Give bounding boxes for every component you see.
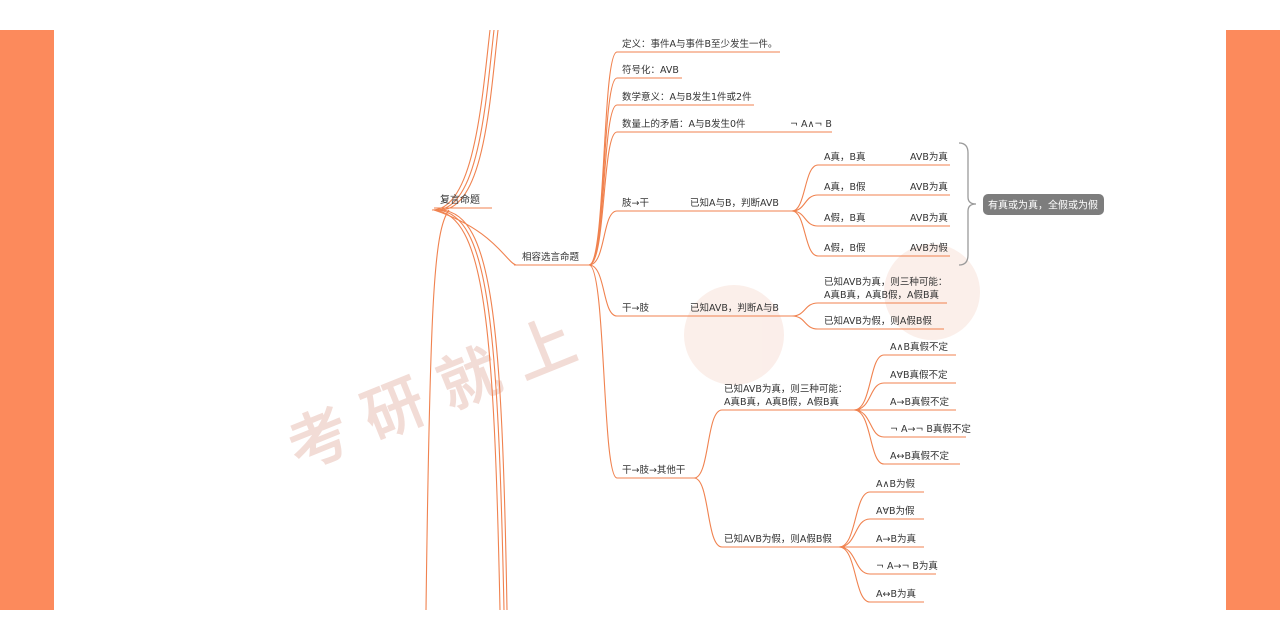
trunk-limb-other-node: 干→肢→其他干 xyxy=(622,464,685,476)
ltt-case-3: A假，B真 xyxy=(824,212,866,224)
ltt-case-4: A假，B假 xyxy=(824,242,866,254)
contradiction-node: 数量上的矛盾：A与B发生0件 xyxy=(622,118,746,130)
limb-to-trunk-node: 肢→干 xyxy=(622,197,649,209)
tlo-false-item-3: A→B为真 xyxy=(876,533,916,545)
summary-bracket xyxy=(958,142,977,266)
tlo-false-item-1: A∧B为假 xyxy=(876,478,915,490)
branch-node: 相容选言命题 xyxy=(522,251,580,263)
ltt-case-1: A真，B真 xyxy=(824,151,866,163)
left-accent-band xyxy=(0,30,54,610)
tlo-true-item-1: A∧B真假不定 xyxy=(890,341,948,353)
definition-node: 定义：事件A与事件B至少发生一件。 xyxy=(622,38,778,50)
tlo-false-node: 已知AVB为假，则A假B假 xyxy=(724,533,832,545)
tlo-true-item-3: A→B真假不定 xyxy=(890,396,949,408)
ltt-result-3: AVB为真 xyxy=(910,212,948,224)
tlo-true-line1: 已知AVB为真，则三种可能： xyxy=(724,383,847,395)
symbol-node: 符号化：AVB xyxy=(622,64,679,76)
mindmap-canvas: 考 研 就 上 xyxy=(54,0,1226,640)
trunk-to-limb-node: 干→肢 xyxy=(622,302,649,314)
mindmap-diagram: 考 研 就 上 xyxy=(278,29,1104,611)
math-meaning-node: 数学意义：A与B发生1件或2件 xyxy=(622,91,752,103)
tlo-false-item-4: ¬ A→¬ B为真 xyxy=(876,560,938,572)
ltt-result-2: AVB为真 xyxy=(910,181,948,193)
tlo-true-line2: A真B真，A真B假，A假B真 xyxy=(724,396,839,408)
summary-pill xyxy=(983,194,1104,215)
tlo-true-item-5: A↔B真假不定 xyxy=(890,450,949,462)
tlo-true-item-4: ¬ A→¬ B真假不定 xyxy=(890,423,971,435)
contradiction-formula: ¬ A∧¬ B xyxy=(790,119,832,130)
ltt-result-1: AVB为真 xyxy=(910,151,948,163)
ltt-case-2: A真，B假 xyxy=(824,181,866,193)
trunk-to-limb-condition: 已知AVB，判断A与B xyxy=(690,302,779,314)
limb-to-trunk-condition: 已知A与B，判断AVB xyxy=(690,197,779,209)
trunk-lines xyxy=(425,29,966,611)
tlo-false-item-5: A↔B为真 xyxy=(876,588,916,600)
ltt-result-4: AVB为假 xyxy=(910,242,948,254)
ttl-false: 已知AVB为假，则A假B假 xyxy=(824,315,932,327)
root-node: 复言命题 xyxy=(440,193,480,206)
tlo-false-item-2: A∀B为假 xyxy=(876,505,915,517)
ttl-true-line2: A真B真，A真B假，A假B真 xyxy=(824,289,939,301)
ttl-true-line1: 已知AVB为真，则三种可能： xyxy=(824,276,947,288)
summary-text: 有真或为真，全假或为假 xyxy=(988,199,1098,212)
right-accent-band xyxy=(1226,30,1280,610)
watermark-seal xyxy=(684,244,980,385)
tlo-true-item-2: A∀B真假不定 xyxy=(890,369,948,381)
